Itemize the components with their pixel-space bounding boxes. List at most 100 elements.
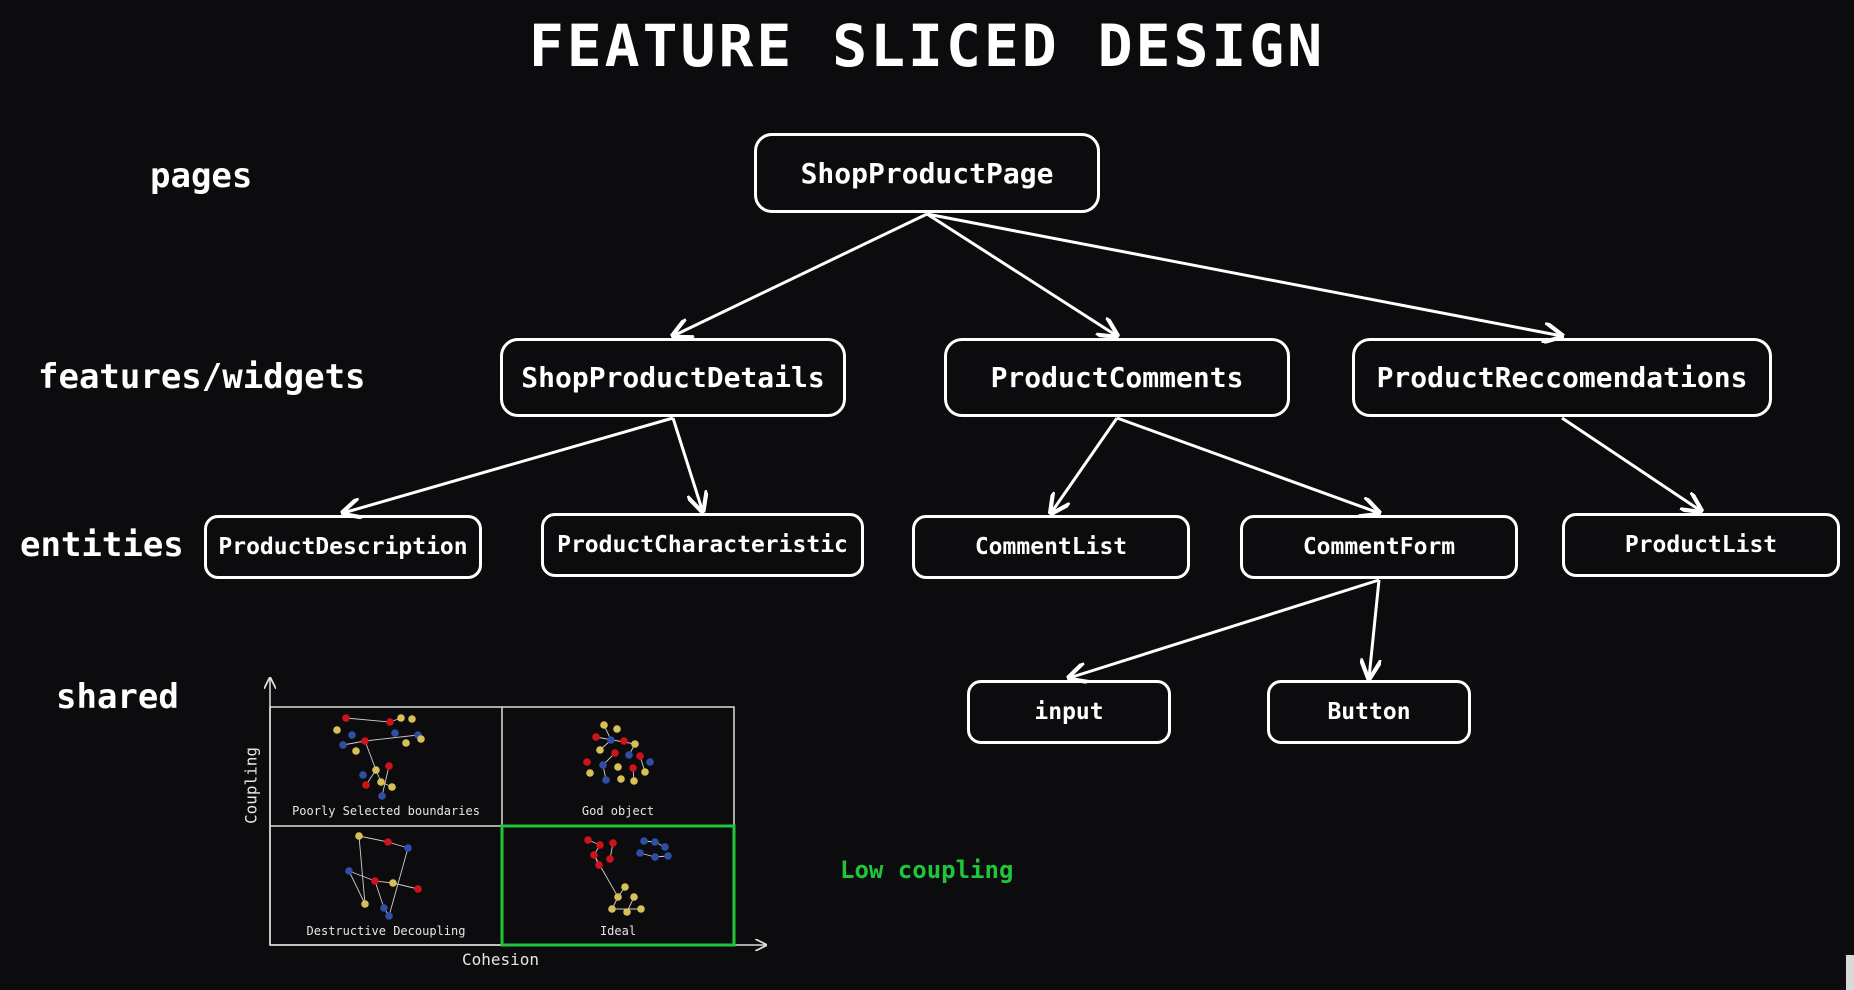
graph-link: [358, 835, 389, 843]
graph-node-dot: [651, 853, 659, 861]
edge-comment_form-to-input: [1069, 578, 1380, 678]
graph-node-dot: [377, 778, 385, 786]
edge-product_comments-to-comment_list: [1051, 417, 1119, 513]
graph-node-dot: [600, 721, 608, 729]
graph-node-dot: [586, 769, 594, 777]
graph-node-dot: [613, 725, 621, 733]
graph-node-dot: [342, 714, 350, 722]
graph-node-dot: [384, 838, 392, 846]
node-product-list[interactable]: ProductList: [1562, 513, 1840, 577]
graph-node-dot: [583, 758, 591, 766]
layer-label-features: features/widgets: [38, 357, 366, 397]
edge-layer: [343, 212, 1701, 678]
graph-link: [358, 835, 366, 905]
graph-link: [388, 847, 409, 917]
graph-node-dot: [631, 740, 639, 748]
graph-node-dot: [372, 766, 380, 774]
graph-link: [374, 880, 385, 909]
graph-node-dot: [625, 751, 633, 759]
graph-node-dot: [348, 731, 356, 739]
graph-node-dot: [609, 839, 617, 847]
quadrant-graph-tr: [583, 721, 654, 785]
graph-node-dot: [389, 879, 397, 887]
graph-link: [381, 765, 390, 797]
quadrant-label-god-object: God object: [581, 804, 655, 818]
graph-link: [364, 734, 419, 742]
graph-node-dot: [640, 837, 648, 845]
graph-link: [392, 882, 419, 890]
quadrant-graph-bl: [345, 832, 422, 920]
graph-node-dot: [614, 893, 622, 901]
graph-node-dot: [592, 733, 600, 741]
axis-label-coupling: Coupling: [241, 746, 261, 825]
node-shop-product-details[interactable]: ShopProductDetails: [500, 338, 846, 417]
low-coupling-note: Low coupling: [840, 856, 1014, 884]
node-product-characteristic[interactable]: ProductCharacteristic: [541, 513, 864, 577]
graph-node-dot: [637, 905, 645, 913]
quadrant-graph-tl: [333, 714, 425, 800]
node-shop-product-page[interactable]: ShopProductPage: [754, 133, 1100, 213]
graph-node-dot: [617, 775, 625, 783]
graph-node-dot: [339, 741, 347, 749]
graph-node-dot: [362, 781, 370, 789]
graph-node-dot: [636, 752, 644, 760]
quadrant-label-poorly-selected-boundaries: Poorly Selected boundaries: [292, 804, 480, 818]
window-corner: [1846, 955, 1854, 990]
node-button[interactable]: Button: [1267, 680, 1471, 744]
graph-node-dot: [333, 726, 341, 734]
graph-link: [348, 870, 376, 882]
graph-node-dot: [408, 715, 416, 723]
layer-label-entities: entities: [20, 525, 184, 565]
graph-node-dot: [608, 905, 616, 913]
graph-node-dot: [584, 836, 592, 844]
graph-node-dot: [629, 764, 637, 772]
graph-node-dot: [596, 746, 604, 754]
node-product-description[interactable]: ProductDescription: [204, 515, 482, 579]
graph-node-dot: [599, 761, 607, 769]
node-product-comments[interactable]: ProductComments: [944, 338, 1290, 417]
graph-node-dot: [359, 771, 367, 779]
graph-node-dot: [404, 844, 412, 852]
graph-link: [364, 740, 377, 771]
quadrant-label-destructive-decoupling: Destructive Decoupling: [306, 924, 466, 938]
graph-node-dot: [402, 739, 410, 747]
graph-node-dot: [595, 861, 603, 869]
graph-node-dot: [352, 747, 360, 755]
graph-node-dot: [385, 912, 393, 920]
edge-shop_product_page-to-shop_product_details: [673, 212, 928, 336]
edge-product_comments-to-comment_form: [1116, 416, 1379, 513]
graph-node-dot: [388, 783, 396, 791]
graph-node-dot: [661, 843, 669, 851]
graph-node-dot: [371, 877, 379, 885]
graph-node-dot: [646, 758, 654, 766]
graph-node-dot: [602, 776, 610, 784]
graph-node-dot: [614, 763, 622, 771]
edge-shop_product_page-to-product_recommendations: [926, 212, 1562, 336]
graph-node-dot: [607, 736, 615, 744]
graph-node-dot: [345, 867, 353, 875]
graph-node-dot: [596, 841, 604, 849]
node-product-reccomendations[interactable]: ProductReccomendations: [1352, 338, 1772, 417]
node-input[interactable]: input: [967, 680, 1171, 744]
graph-node-dot: [630, 777, 638, 785]
graph-node-dot: [361, 900, 369, 908]
node-comment-form[interactable]: CommentForm: [1240, 515, 1518, 579]
page-title: FEATURE SLICED DESIGN: [528, 12, 1326, 80]
graph-node-dot: [651, 838, 659, 846]
edge-product_recommendations-to-product_list: [1561, 416, 1701, 511]
edge-shop_product_details-to-product_characteristic: [671, 417, 703, 511]
graph-node-dot: [623, 908, 631, 916]
coupling-cohesion-matrix: [270, 678, 766, 945]
node-comment-list[interactable]: CommentList: [912, 515, 1190, 579]
quadrant-label-ideal: Ideal: [599, 924, 637, 938]
graph-node-dot: [355, 832, 363, 840]
graph-node-dot: [630, 893, 638, 901]
axis-label-cohesion: Cohesion: [462, 950, 540, 969]
graph-node-dot: [606, 855, 614, 863]
graph-node-dot: [380, 904, 388, 912]
graph-node-dot: [636, 849, 644, 857]
graph-node-dot: [621, 883, 629, 891]
edge-shop_product_page-to-product_comments: [926, 212, 1117, 336]
graph-node-dot: [397, 714, 405, 722]
